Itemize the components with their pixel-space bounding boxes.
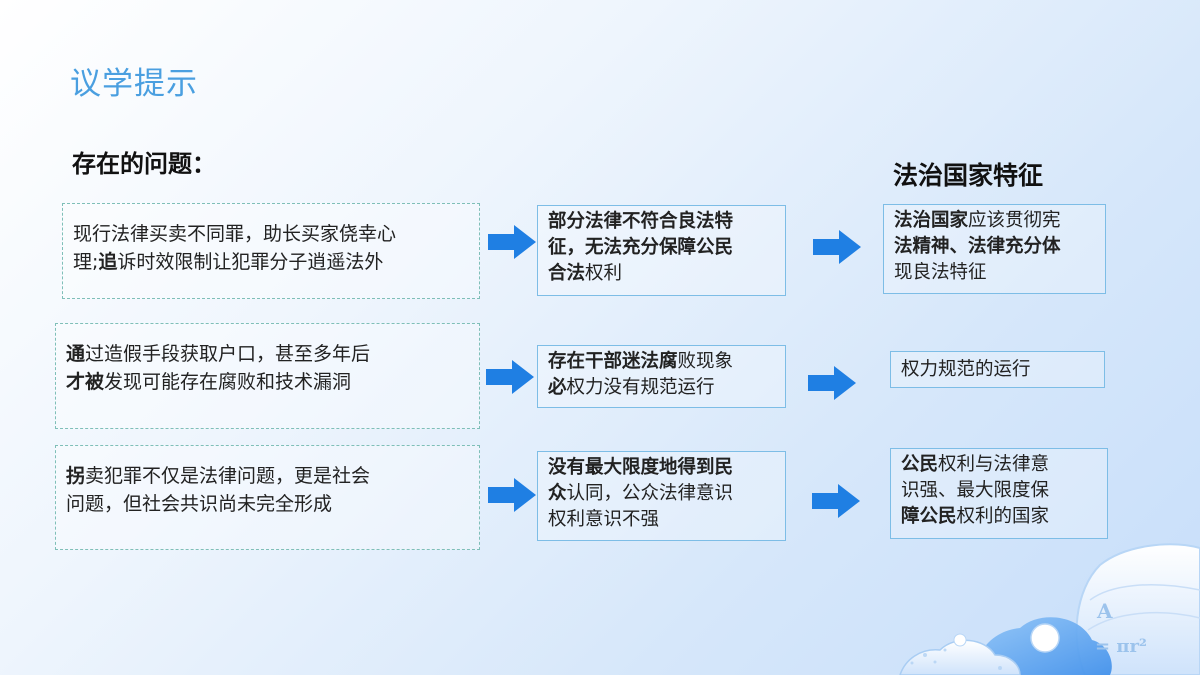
formula-pi-r-squared: = πr² (1095, 636, 1147, 657)
bold-text-segment: 存在干部迷法腐 (548, 351, 678, 372)
arrow-right-icon (812, 484, 860, 518)
text-line: 理;追诉时效限制让犯罪分子逍遥法外 (73, 248, 469, 276)
text-line: 征，无法充分保障公民 (548, 235, 775, 261)
problem-box-1: 现行法律买卖不同罪，助长买家侥幸心理;追诉时效限制让犯罪分子逍遥法外 (62, 203, 480, 299)
text-line: 合法权利 (548, 261, 775, 287)
text-segment: 问题，但社会共识尚未完全形成 (66, 493, 333, 515)
text-segment: 认同，公众法律意识 (566, 483, 734, 504)
text-segment: 败现象 (677, 351, 734, 372)
text-segment: 识强、最大限度保 (901, 480, 1050, 501)
problems-heading: 存在的问题： (72, 150, 216, 178)
text-segment: 权利 (585, 263, 623, 284)
bold-text-segment: 障公民 (901, 506, 957, 527)
cause-box-3: 没有最大限度地得到民众认同，公众法律意识权利意识不强 (537, 451, 786, 541)
text-line: 才被发现可能存在腐败和技术漏洞 (66, 368, 469, 396)
page-title: 议学提示 (70, 66, 198, 102)
feature-box-2: 权力规范的运行 (890, 351, 1105, 388)
text-segment: 权利的国家 (956, 506, 1050, 527)
text-segment: 权利意识不强 (548, 509, 660, 530)
text-segment: 权利与法律意 (938, 454, 1050, 475)
bold-text-segment: 征，无法充分保障公民 (548, 237, 734, 258)
text-line: 识强、最大限度保 (901, 478, 1097, 504)
text-segment: 发现可能存在腐败和技术漏洞 (104, 371, 352, 393)
text-line: 问题，但社会共识尚未完全形成 (66, 490, 469, 518)
text-line: 法精神、法律充分体 (894, 234, 1095, 260)
bold-text-segment: 部分法律不符合良法特 (548, 211, 734, 232)
bold-text-segment: 公民 (901, 454, 939, 475)
problem-box-3: 拐卖犯罪不仅是法律问题，更是社会问题，但社会共识尚未完全形成 (55, 445, 480, 550)
text-segment: 权力没有规范运行 (566, 377, 715, 398)
text-line: 障公民权利的国家 (901, 504, 1097, 530)
features-heading: 法治国家特征 (893, 161, 1044, 190)
text-segment: 诉时效限制让犯罪分子逍遥法外 (117, 251, 384, 273)
feature-box-3: 公民权利与法律意识强、最大限度保障公民权利的国家 (890, 448, 1108, 539)
bold-text-segment: 通 (66, 343, 86, 365)
text-line: 通过造假手段获取户口，甚至多年后 (66, 340, 469, 368)
text-line: 法治国家应该贯彻宪 (894, 208, 1095, 234)
arrow-right-icon (813, 230, 861, 264)
text-line: 存在干部迷法腐败现象 (548, 349, 775, 375)
text-segment: 权力规范的运行 (901, 359, 1031, 380)
bold-text-segment: 才被 (66, 371, 105, 393)
text-line: 公民权利与法律意 (901, 452, 1097, 478)
formula-letter-a: A (1096, 599, 1113, 623)
arrow-right-icon (488, 478, 536, 512)
text-line: 众认同，公众法律意识 (548, 481, 775, 507)
bold-text-segment: 众 (548, 483, 567, 504)
text-line: 现良法特征 (894, 260, 1095, 286)
bold-text-segment: 拐 (66, 465, 86, 487)
arrow-right-icon (488, 225, 536, 259)
arrow-right-icon (808, 366, 856, 400)
text-line: 权利意识不强 (548, 507, 775, 533)
text-line: 必权力没有规范运行 (548, 375, 775, 401)
text-segment: 应该贯彻宪 (968, 210, 1061, 231)
text-line: 现行法律买卖不同罪，助长买家侥幸心 (73, 220, 469, 248)
feature-box-1: 法治国家应该贯彻宪法精神、法律充分体现良法特征 (883, 204, 1106, 294)
text-segment: 现良法特征 (894, 262, 987, 283)
text-line: 拐卖犯罪不仅是法律问题，更是社会 (66, 462, 469, 490)
text-line: 部分法律不符合良法特 (548, 209, 775, 235)
arrow-right-icon (486, 360, 534, 394)
bold-text-segment: 法治国家 (894, 210, 969, 231)
cause-box-1: 部分法律不符合良法特征，无法充分保障公民合法权利 (537, 205, 786, 296)
bold-text-segment: 追 (98, 251, 118, 273)
bold-text-segment: 没有最大限度地得到民 (548, 457, 734, 478)
text-line: 权力规范的运行 (901, 357, 1094, 383)
text-segment: 现行法律买卖不同罪，助长买家侥幸心 (73, 223, 397, 245)
cause-box-2: 存在干部迷法腐败现象必权力没有规范运行 (537, 345, 786, 408)
text-segment: 过造假手段获取户口，甚至多年后 (85, 343, 371, 365)
bold-text-segment: 必 (548, 377, 567, 398)
bold-text-segment: 法精神、法律充分体 (894, 236, 1061, 257)
bold-text-segment: 合法 (548, 263, 586, 284)
text-line: 没有最大限度地得到民 (548, 455, 775, 481)
problem-box-2: 通过造假手段获取户口，甚至多年后才被发现可能存在腐败和技术漏洞 (55, 323, 480, 429)
text-segment: 理; (73, 251, 99, 273)
text-segment: 卖犯罪不仅是法律问题，更是社会 (85, 465, 371, 487)
